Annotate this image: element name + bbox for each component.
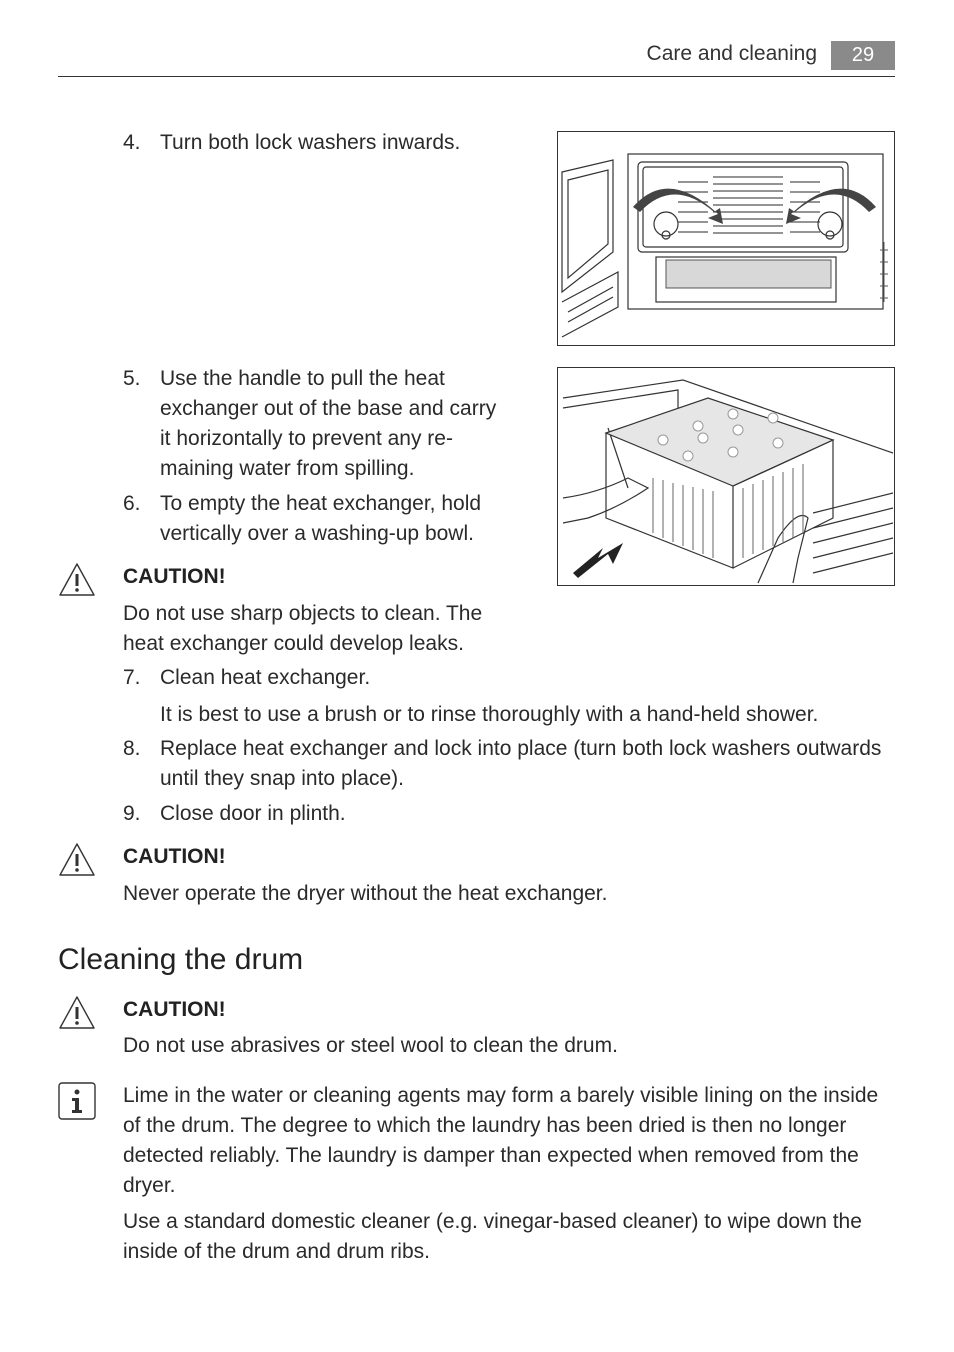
header-rule: [58, 76, 895, 77]
step-7-number: 7.: [123, 666, 141, 689]
info-line-4: dryer.: [123, 1174, 176, 1197]
step-5-line-3: it horizontally to prevent any re-: [160, 427, 453, 450]
info-line-3: detected reliably. The laundry is damper…: [123, 1144, 859, 1167]
step-9-number: 9.: [123, 802, 141, 825]
caution-1-line-1: Do not use sharp objects to clean. The: [123, 602, 483, 625]
page-number: 29: [831, 41, 895, 70]
caution-2-text: Never operate the dryer without the heat…: [123, 882, 608, 905]
caution-2-label: CAUTION!: [123, 845, 226, 868]
warning-triangle-icon: [59, 563, 95, 596]
warning-triangle-icon: [59, 843, 95, 876]
step-5-line-4: maining water from spilling.: [160, 457, 415, 480]
step-5-number: 5.: [123, 367, 141, 390]
step-6-line-2: vertically over a washing-up bowl.: [160, 522, 474, 545]
step-6-line-1: To empty the heat exchanger, hold: [160, 492, 482, 515]
section-heading-cleaning-drum: Cleaning the drum: [58, 943, 304, 976]
caution-3-label: CAUTION!: [123, 998, 226, 1021]
header-title: Care and cleaning: [646, 42, 817, 65]
info-icon: [58, 1082, 96, 1120]
step-6-number: 6.: [123, 492, 141, 515]
caution-3-text: Do not use abrasives or steel wool to cl…: [123, 1034, 618, 1057]
caution-1-label: CAUTION!: [123, 565, 226, 588]
step-8-number: 8.: [123, 737, 141, 760]
heat-exchanger-illustration: [562, 379, 894, 584]
step-7-note: It is best to use a brush or to rinse th…: [160, 703, 819, 726]
warning-triangle-icon: [59, 996, 95, 1029]
step-4-text: Turn both lock washers inwards.: [160, 131, 461, 154]
figure-heat-exchanger-removal: [557, 367, 895, 586]
step-4-number: 4.: [123, 131, 141, 154]
lock-washers-illustration: [561, 153, 888, 338]
figure-lock-washers: [557, 131, 895, 346]
step-5-line-2: exchanger out of the base and carry: [160, 397, 497, 420]
tip-line-2: inside of the drum and drum ribs.: [123, 1240, 430, 1263]
caution-1-line-2: heat exchanger could develop leaks.: [123, 632, 464, 655]
step-9-text: Close door in plinth.: [160, 802, 346, 825]
tip-line-1: Use a standard domestic cleaner (e.g. vi…: [123, 1210, 862, 1233]
step-8-line-1: Replace heat exchanger and lock into pla…: [160, 737, 882, 760]
step-7-text: Clean heat exchanger.: [160, 666, 371, 689]
step-5-line-1: Use the handle to pull the heat: [160, 367, 445, 390]
info-line-2: of the drum. The degree to which the lau…: [123, 1114, 847, 1137]
step-8-line-2: until they snap into place).: [160, 767, 404, 790]
info-line-1: Lime in the water or cleaning agents may…: [123, 1084, 879, 1107]
